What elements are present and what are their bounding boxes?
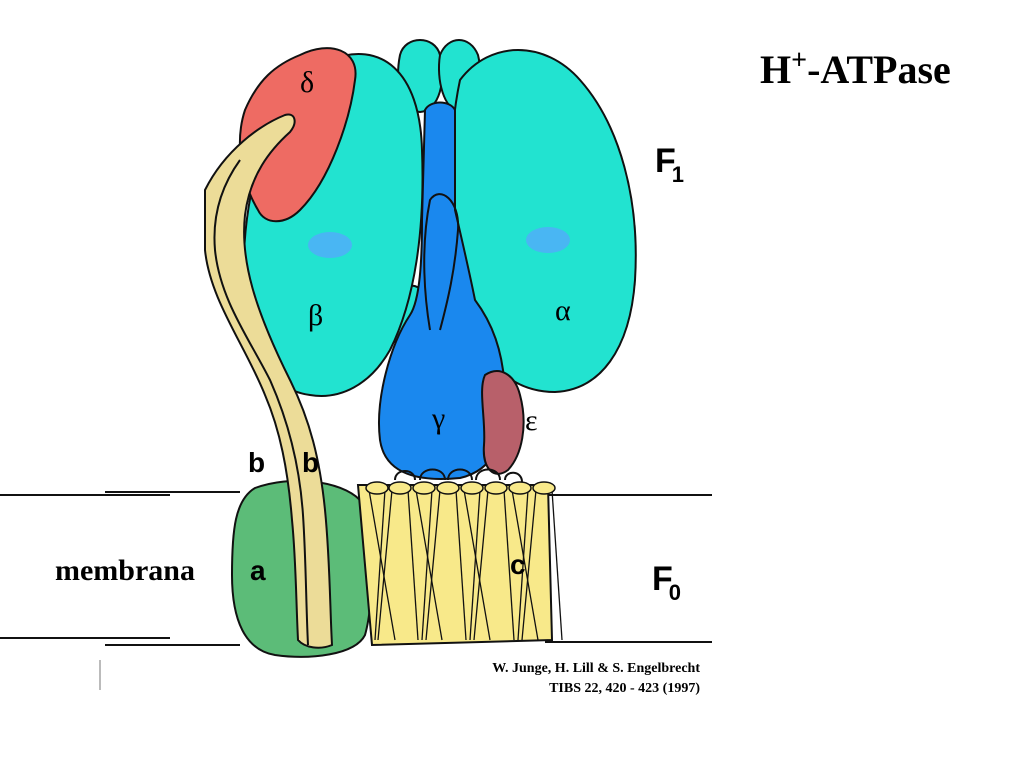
c-ring-cylinder-cap	[484, 481, 508, 495]
epsilon-subunit	[481, 370, 525, 475]
c-label: c	[510, 549, 526, 580]
c-ring-cylinder-cap	[436, 481, 460, 495]
c-ring-cylinder-edge	[415, 489, 443, 641]
f1-label: F1	[655, 142, 684, 187]
alpha-site-spot	[526, 227, 570, 253]
beta-label: β	[308, 299, 323, 332]
c-ring-cylinder-edge	[463, 489, 491, 641]
a-label: a	[250, 555, 266, 586]
c-ring-cylinder-cap	[532, 481, 556, 495]
c-ring-cylinder-edge	[407, 489, 419, 641]
c-ring-cylinder-edge	[551, 489, 563, 641]
title-text: H+-ATPase	[760, 45, 951, 92]
c-ring-cylinder-edge	[377, 489, 393, 641]
b-stalk-outer	[204, 113, 334, 649]
c-ring-cylinder-cap	[460, 481, 484, 495]
citation-line-1: W. Junge, H. Lill & S. Engelbrecht	[492, 661, 700, 676]
c-ring-cylinder-edge	[511, 489, 539, 641]
c-ring-cylinder-edge	[521, 489, 537, 641]
beta-site-spot	[308, 232, 352, 258]
c-ring-cylinder-cap	[508, 481, 532, 495]
c-ring-cylinder-edge	[374, 489, 386, 641]
gamma-coil	[423, 193, 460, 331]
title-superscript: +	[791, 45, 807, 76]
c-ring	[356, 481, 563, 647]
c-ring-body	[356, 484, 554, 647]
b-label-right: b	[302, 447, 319, 478]
c-ring-top-loops	[394, 468, 523, 483]
membrane-lines	[0, 491, 712, 690]
gamma-label: γ	[431, 402, 445, 435]
c-ring-cylinder-edge	[473, 489, 489, 641]
f0-subscript: 0	[669, 580, 681, 605]
c-ring-cylinder-edge	[455, 489, 467, 641]
c-ring-cylinder-edge	[421, 489, 433, 641]
alpha-label: α	[555, 294, 571, 327]
delta-subunit	[238, 47, 357, 223]
c-ring-cylinder-edge	[517, 489, 529, 641]
c-ring-cylinder-edge	[503, 489, 515, 641]
f1-subscript: 1	[672, 162, 684, 187]
c-ring-cylinder-edge	[425, 489, 441, 641]
c-ring-cylinder-edge	[469, 489, 481, 641]
c-ring-cylinder-cap	[365, 481, 389, 495]
citation-line-2: TIBS 22, 420 - 423 (1997)	[549, 681, 700, 696]
delta-label: δ	[300, 66, 314, 99]
c-ring-cylinder-cap	[388, 481, 412, 495]
b-stalk-divider	[213, 159, 309, 646]
f0-label: F0	[652, 560, 681, 605]
c-ring-cylinder-cap	[412, 481, 436, 495]
b-label-left: b	[248, 447, 265, 478]
epsilon-label: ε	[525, 404, 538, 437]
membrane-label: membrana	[55, 554, 195, 587]
c-ring-cylinder-edge	[368, 489, 396, 641]
